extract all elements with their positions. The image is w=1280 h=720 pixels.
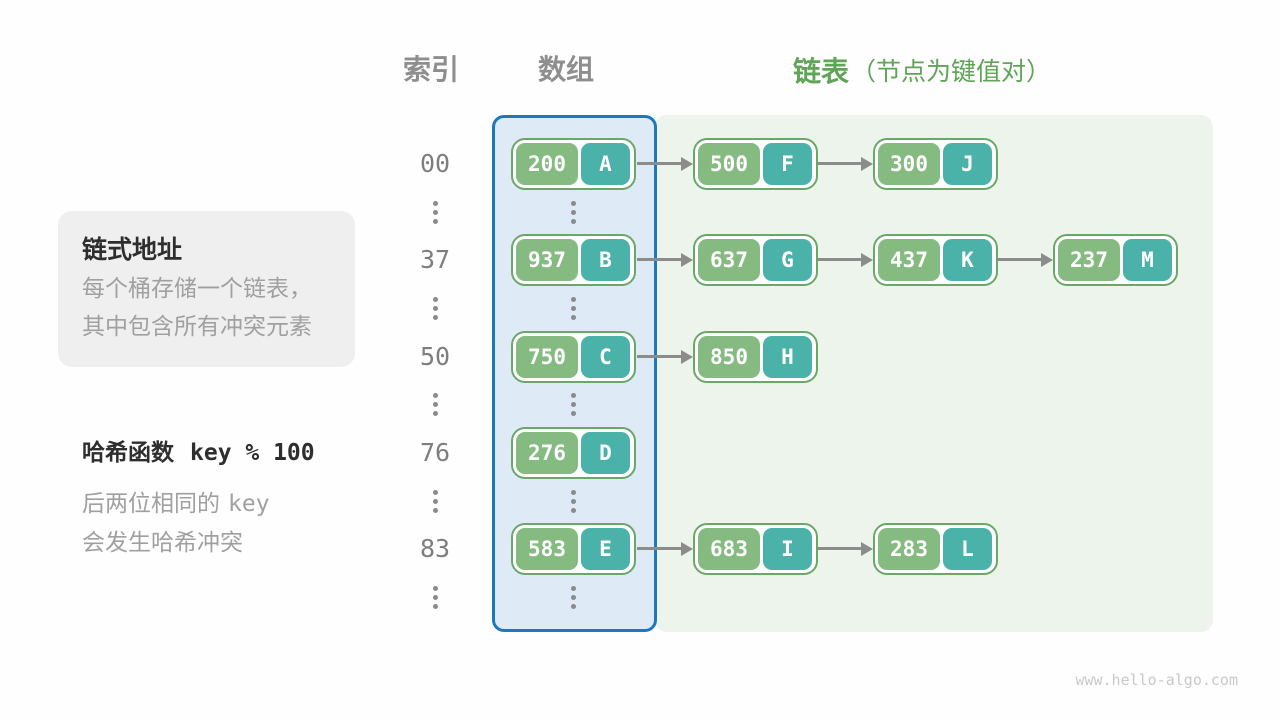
info-box-body: 每个桶存储一个链表， 其中包含所有冲突元素 bbox=[82, 269, 312, 345]
key-cell: 500 bbox=[698, 143, 760, 185]
arrow-icon bbox=[817, 252, 873, 267]
value-cell: I bbox=[763, 528, 812, 570]
ellipsis-icon bbox=[543, 297, 603, 320]
value-cell: C bbox=[581, 336, 630, 378]
ellipsis-icon bbox=[405, 201, 465, 224]
arrow-icon bbox=[997, 252, 1053, 267]
value-cell: M bbox=[1123, 239, 1172, 281]
key-cell: 937 bbox=[516, 239, 578, 281]
key-cell: 237 bbox=[1058, 239, 1120, 281]
arrow-icon bbox=[637, 156, 693, 171]
index-label: 37 bbox=[419, 245, 451, 274]
kv-node: 283 L bbox=[873, 523, 998, 575]
hash-function-title: 哈希函数 key % 100 bbox=[82, 433, 315, 467]
arrow-icon bbox=[817, 541, 873, 556]
info-box-line1: 每个桶存储一个链表， bbox=[82, 275, 312, 301]
ellipsis-icon bbox=[405, 297, 465, 320]
ellipsis-icon bbox=[543, 490, 603, 513]
info-box-line2: 其中包含所有冲突元素 bbox=[82, 313, 312, 339]
value-cell: H bbox=[763, 336, 812, 378]
key-cell: 437 bbox=[878, 239, 940, 281]
ellipsis-icon bbox=[405, 586, 465, 609]
value-cell: G bbox=[763, 239, 812, 281]
arrow-icon bbox=[637, 252, 693, 267]
index-label: 00 bbox=[419, 149, 451, 178]
arrow-icon bbox=[817, 156, 873, 171]
kv-node: 276 D bbox=[511, 427, 636, 479]
value-cell: E bbox=[581, 528, 630, 570]
key-cell: 583 bbox=[516, 528, 578, 570]
value-cell: J bbox=[943, 143, 992, 185]
kv-node: 237 M bbox=[1053, 234, 1178, 286]
key-cell: 637 bbox=[698, 239, 760, 281]
ellipsis-icon bbox=[543, 201, 603, 224]
key-cell: 200 bbox=[516, 143, 578, 185]
kv-node: 683 I bbox=[693, 523, 818, 575]
arrow-icon bbox=[637, 541, 693, 556]
value-cell: D bbox=[581, 432, 630, 474]
value-cell: B bbox=[581, 239, 630, 281]
kv-node: 583 E bbox=[511, 523, 636, 575]
kv-node: 500 F bbox=[693, 138, 818, 190]
ellipsis-icon bbox=[543, 586, 603, 609]
kv-node: 437 K bbox=[873, 234, 998, 286]
index-label: 50 bbox=[419, 342, 451, 371]
kv-node: 300 J bbox=[873, 138, 998, 190]
key-cell: 283 bbox=[878, 528, 940, 570]
arrow-icon bbox=[637, 349, 693, 364]
array-column-header: 数组 bbox=[538, 54, 595, 85]
list-label: 链表 bbox=[793, 56, 850, 87]
value-cell: L bbox=[943, 528, 992, 570]
ellipsis-icon bbox=[405, 490, 465, 513]
value-cell: A bbox=[581, 143, 630, 185]
index-label: 83 bbox=[419, 534, 451, 563]
kv-node: 850 H bbox=[693, 331, 818, 383]
hash-title-prefix: 哈希函数 bbox=[82, 439, 174, 465]
key-cell: 276 bbox=[516, 432, 578, 474]
list-column-header: 链表 （节点为键值对） bbox=[793, 53, 1051, 87]
value-cell: K bbox=[943, 239, 992, 281]
value-cell: F bbox=[763, 143, 812, 185]
index-label: 76 bbox=[419, 438, 451, 467]
key-cell: 683 bbox=[698, 528, 760, 570]
hash-title-code: key % 100 bbox=[190, 440, 315, 466]
list-note: （节点为键值对） bbox=[851, 58, 1052, 86]
ellipsis-icon bbox=[543, 393, 603, 416]
kv-node: 200 A bbox=[511, 138, 636, 190]
hash-note-line2: 会发生哈希冲突 bbox=[82, 529, 243, 555]
kv-node: 750 C bbox=[511, 331, 636, 383]
kv-node: 937 B bbox=[511, 234, 636, 286]
chaining-info-box: 链式地址 每个桶存储一个链表， 其中包含所有冲突元素 bbox=[58, 211, 355, 367]
kv-node: 637 G bbox=[693, 234, 818, 286]
info-box-title: 链式地址 bbox=[82, 236, 183, 264]
index-column-header: 索引 bbox=[403, 54, 460, 85]
key-cell: 750 bbox=[516, 336, 578, 378]
key-cell: 300 bbox=[878, 143, 940, 185]
watermark: www.hello-algo.com bbox=[1075, 671, 1238, 689]
ellipsis-icon bbox=[405, 393, 465, 416]
key-cell: 850 bbox=[698, 336, 760, 378]
